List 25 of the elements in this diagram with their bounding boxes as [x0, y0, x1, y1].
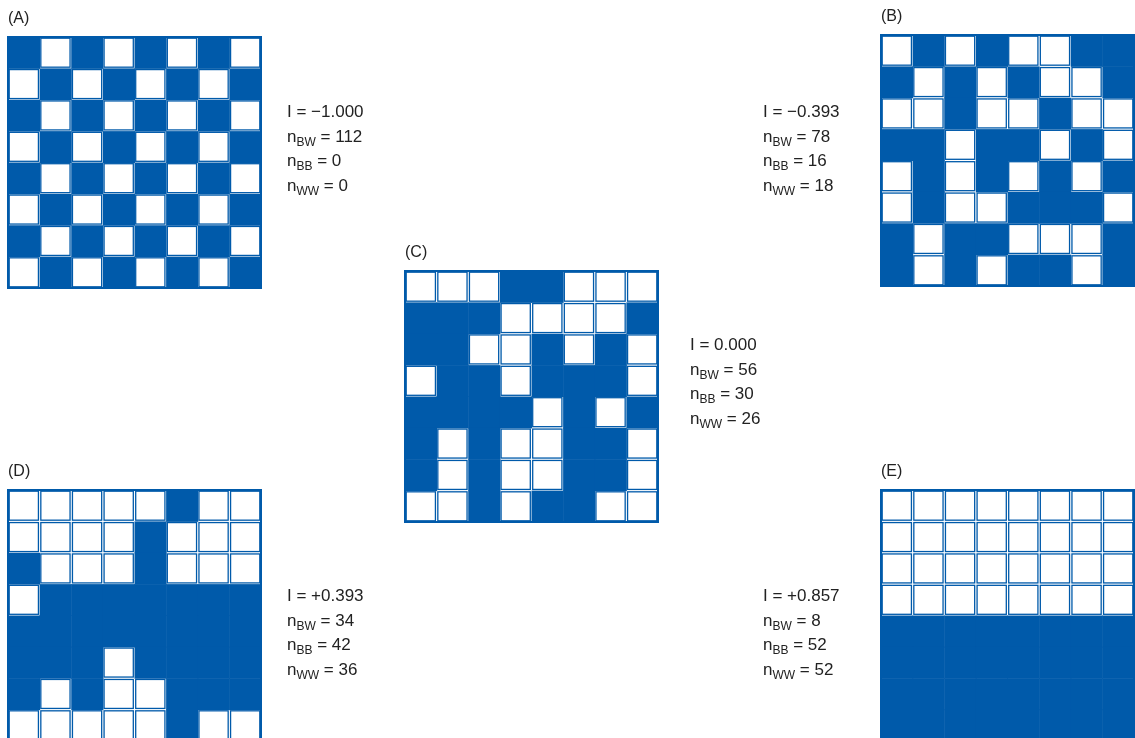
panel-label: (A): [8, 9, 30, 27]
statistic-text: n$_{BB}$ = 30: [690, 383, 755, 407]
statistic-text: n$_{WW}$ = 36: [287, 658, 359, 682]
statistic-text: n$_{BW}$ = 8: [763, 609, 822, 633]
statistic-text: n$_{BB}$ = 52: [763, 634, 828, 658]
statistic-text: I = −1.000: [287, 101, 364, 123]
statistic-text: I = −0.393: [763, 101, 840, 123]
statistic-text: I = +0.857: [763, 585, 840, 607]
statistic-text: n$_{BW}$ = 34: [287, 609, 356, 633]
statistic-text: n$_{WW}$ = 18: [763, 174, 835, 198]
statistic-text: n$_{BB}$ = 0: [287, 150, 343, 174]
statistic-text: n$_{BW}$ = 112: [287, 125, 364, 149]
statistic-text: n$_{WW}$ = 52: [763, 658, 835, 682]
statistic-text: n$_{BW}$ = 56: [690, 358, 759, 382]
statistic-text: n$_{WW}$ = 0: [287, 174, 349, 198]
statistic-text: n$_{BB}$ = 16: [763, 150, 828, 174]
statistic-text: n$_{BW}$ = 78: [763, 125, 832, 149]
statistic-text: I = 0.000: [690, 334, 758, 356]
panel-label: (D): [8, 462, 31, 480]
panel-label: (B): [881, 7, 903, 25]
panel-label: (E): [881, 462, 903, 480]
statistic-text: I = +0.393: [287, 585, 364, 607]
statistic-text: n$_{BB}$ = 42: [287, 634, 352, 658]
statistic-text: n$_{WW}$ = 26: [690, 407, 761, 431]
panel-label: (C): [405, 243, 428, 261]
